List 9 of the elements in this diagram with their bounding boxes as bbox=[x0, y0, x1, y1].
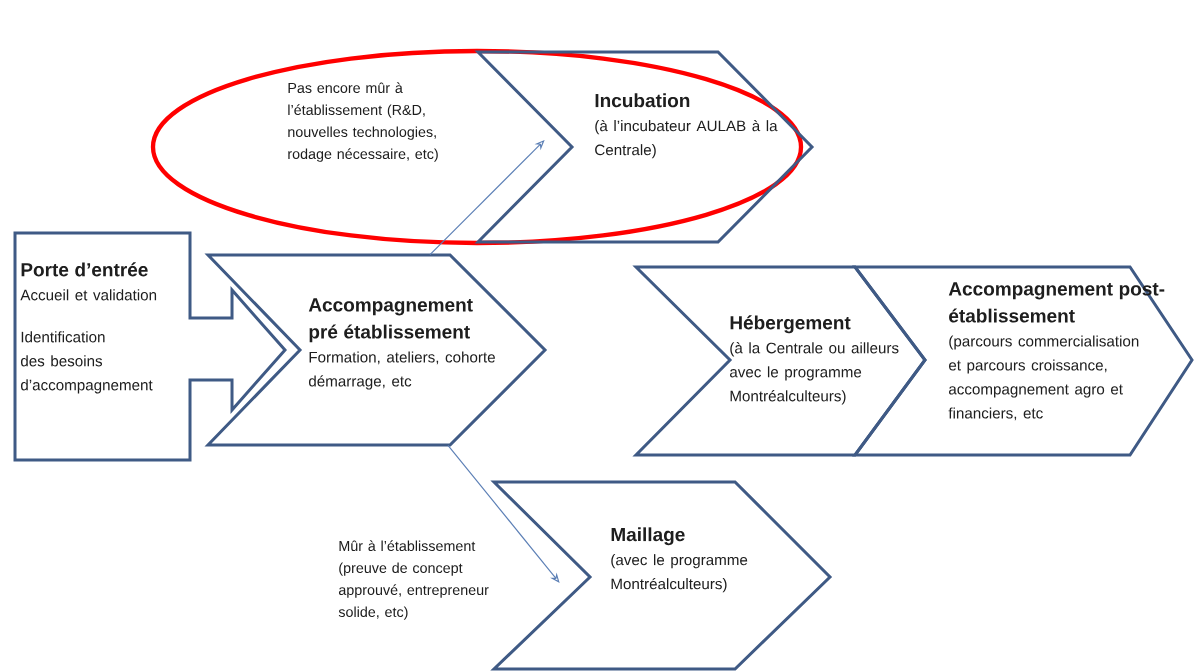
stage-box: Accompagnement pré établissement Formation, ateliers, cohorte démarrage, etc bbox=[204, 253, 548, 447]
stage-box: Maillage (avec le programme Montréalculteurs) bbox=[490, 480, 833, 671]
stage-box: Hébergement (à la Centrale ou ailleurs avec le programme Montréalculteurs) bbox=[632, 265, 927, 457]
stage-box: Incubation (à l’incubateur AULAB à la Centrale) bbox=[474, 50, 815, 244]
stage-box: Porte d’entrée Accueil et validation Identification des besoins d’accompagnement bbox=[13, 231, 287, 462]
edge-label: Mûr à l’établissement (preuve de concept approuvé, entrepreneur solide, etc) bbox=[338, 540, 489, 620]
arrow bbox=[429, 140, 545, 256]
edge-label: Pas encore mûr à l’établissement (R&D, nouvelles technologies, rodage nécessaire, etc) bbox=[288, 82, 438, 162]
arrow bbox=[447, 444, 560, 583]
